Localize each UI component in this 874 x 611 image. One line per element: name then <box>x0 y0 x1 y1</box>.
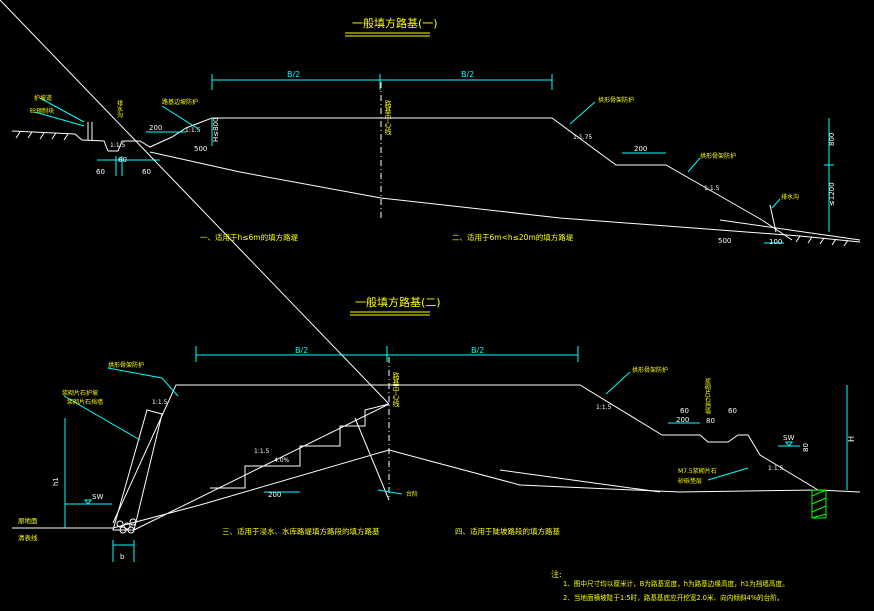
bottom-water-right: SW <box>783 434 794 442</box>
top-section: 一般填方路基(一) B/2 B/2 路基中心线 200 <box>11 16 861 247</box>
top-dim-800: 800 <box>828 133 836 146</box>
top-dim-200b: 200 <box>634 145 647 153</box>
bottom-callout-4: 拱形骨架防护 <box>632 366 668 374</box>
top-slope-s2: 1:1.5 <box>185 127 201 134</box>
top-height-label: H≤800 <box>212 118 220 143</box>
bottom-water-left: SW <box>92 493 103 501</box>
notes-heading: 注: <box>551 569 562 579</box>
top-callout-5b: 拱形骨架防护 <box>700 152 736 160</box>
top-ground-line <box>149 151 861 243</box>
bottom-half-left: B/2 <box>295 346 308 355</box>
top-dim-60b: 60 <box>96 168 105 176</box>
top-dim-60c: 60 <box>142 168 151 176</box>
top-half-left: B/2 <box>287 70 300 79</box>
bottom-caption-right: 四、适用于陡坡路段的填方路基 <box>455 526 560 536</box>
top-title: 一般填方路基(一) <box>352 16 438 30</box>
top-dim-60a: 60 <box>118 156 127 164</box>
notes-line-2: 2、当地面横坡陡于1:5时，路基基底应开挖宽2.0米、向内倾斜4%的台阶。 <box>563 593 783 602</box>
top-center-text: 路基中心线 <box>384 99 392 135</box>
top-dim-500a: 500 <box>194 145 207 153</box>
bottom-dim-h1: h1 <box>52 477 60 486</box>
bottom-dim-200a: 200 <box>676 416 689 424</box>
bottom-slope-s2: 1:1.5 <box>596 404 612 411</box>
top-callout-1: 护坡道 <box>34 94 52 102</box>
top-callout-4: 路基边坡防护 <box>162 98 198 106</box>
bottom-callout-2: 浆砌片石护坡 <box>62 389 98 397</box>
top-callout-3: 排水沟 <box>116 99 123 119</box>
bottom-slope-s5: 4.0% <box>274 457 290 464</box>
bottom-callout-1: 拱形骨架防护 <box>108 361 144 369</box>
bottom-dim-H: H <box>847 436 856 442</box>
bottom-slope-s3: 1:1.5 <box>254 448 270 455</box>
bottom-wall-note: 浆砌片石挡墙 <box>704 377 711 415</box>
bottom-stone-toe <box>116 518 137 534</box>
top-caption-right: 二、适用于6m<h≤20m的填方路堤 <box>452 232 574 242</box>
bottom-embankment <box>112 384 819 524</box>
top-embankment-left <box>11 117 763 221</box>
top-slope-s1: 1:1.5 <box>110 142 126 149</box>
top-callout-6: 排水沟 <box>781 193 799 201</box>
notes-line-1: 1、图中尺寸均以厘米计，B为路基宽度，h为路基边缘高度，h1为挡墙高度。 <box>563 579 789 588</box>
bottom-caption-left: 三、适用于浸水、水库路堤填方路段的填方路基 <box>222 526 380 536</box>
bottom-ground-left2: 清表线 <box>18 533 38 542</box>
bottom-center-text: 路基中心线 <box>392 371 400 407</box>
bottom-slope-s1: 1:1.5 <box>152 399 168 406</box>
notes: 注: 1、图中尺寸均以厘米计，B为路基宽度，h为路基边缘高度，h1为挡墙高度。 … <box>551 569 789 602</box>
top-dim-200a: 200 <box>149 124 162 132</box>
bottom-green-drain <box>811 489 827 519</box>
bottom-callout-3: 浆砌片石挡墙 <box>67 398 103 406</box>
bottom-slope-s4: 1:1.5 <box>768 465 784 472</box>
top-slope-s3: 1:1.75 <box>573 134 592 141</box>
bottom-callout-7: 砂砾垫层 <box>678 477 702 485</box>
bottom-dim-60a: 60 <box>680 407 689 415</box>
top-slope-s4: 1:1.5 <box>704 185 720 192</box>
bottom-steps <box>210 403 390 489</box>
bottom-callout-6: M7.5浆砌片石 <box>678 467 717 475</box>
top-callout-5: 拱形骨架防护 <box>598 96 634 104</box>
top-dim-1200: ≤1200 <box>828 182 836 206</box>
bottom-dim-200b: 200 <box>268 491 281 499</box>
bottom-dim-80: 80 <box>706 417 715 425</box>
bottom-section: 一般填方路基(二) B/2 B/2 路基中心线 <box>0 0 861 562</box>
top-callout-2: 砼预制块 <box>30 107 54 115</box>
top-dim-100: 100 <box>769 238 782 246</box>
bottom-dim-b: b <box>120 553 125 561</box>
top-caption-left: 一、适用于h≤6m的填方路堤 <box>200 232 299 242</box>
bottom-title: 一般填方路基(二) <box>355 295 441 309</box>
bottom-callout-5: 台阶 <box>406 490 418 498</box>
top-half-right: B/2 <box>461 70 474 79</box>
bottom-ground <box>12 449 861 529</box>
top-dim-500b: 500 <box>718 237 731 245</box>
bottom-ground-left: 原地面 <box>18 516 38 525</box>
bottom-half-right: B/2 <box>471 346 484 355</box>
bottom-dim-60b: 60 <box>728 407 737 415</box>
bottom-dim-80b: 80 <box>802 443 810 452</box>
